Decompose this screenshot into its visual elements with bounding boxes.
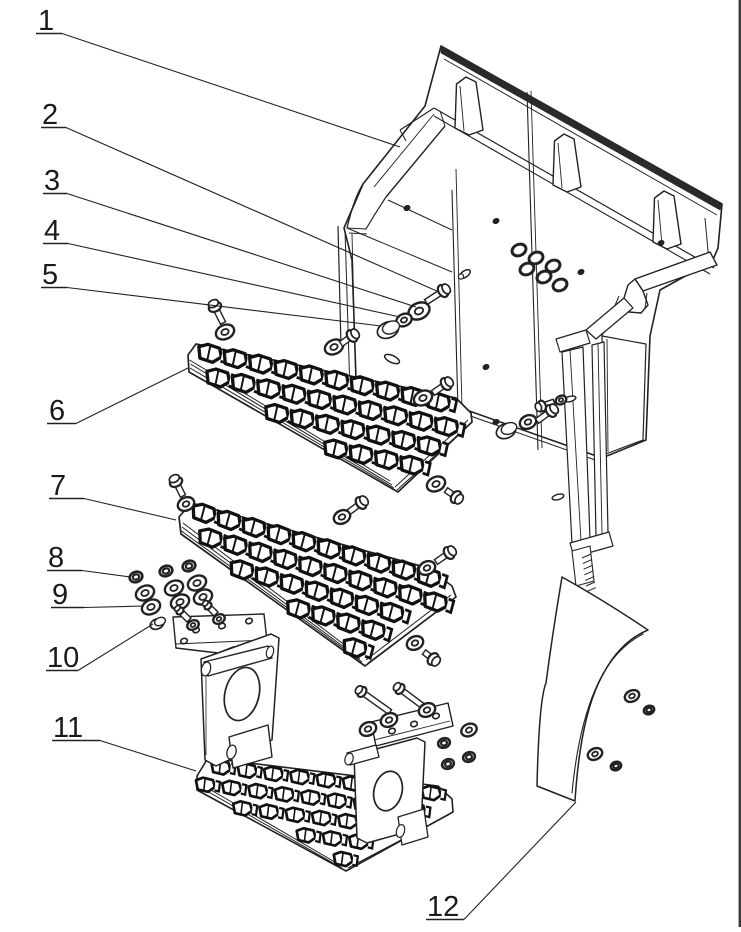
svg-text:8: 8 (48, 542, 64, 574)
svg-text:1: 1 (38, 5, 54, 37)
svg-text:3: 3 (44, 165, 60, 197)
svg-text:4: 4 (44, 215, 60, 247)
svg-text:9: 9 (52, 579, 68, 611)
svg-text:7: 7 (50, 470, 66, 502)
svg-text:10: 10 (47, 642, 79, 674)
svg-text:6: 6 (49, 395, 65, 427)
svg-text:2: 2 (42, 99, 58, 131)
svg-text:5: 5 (42, 259, 58, 291)
svg-text:11: 11 (53, 712, 83, 744)
svg-text:12: 12 (427, 891, 459, 923)
